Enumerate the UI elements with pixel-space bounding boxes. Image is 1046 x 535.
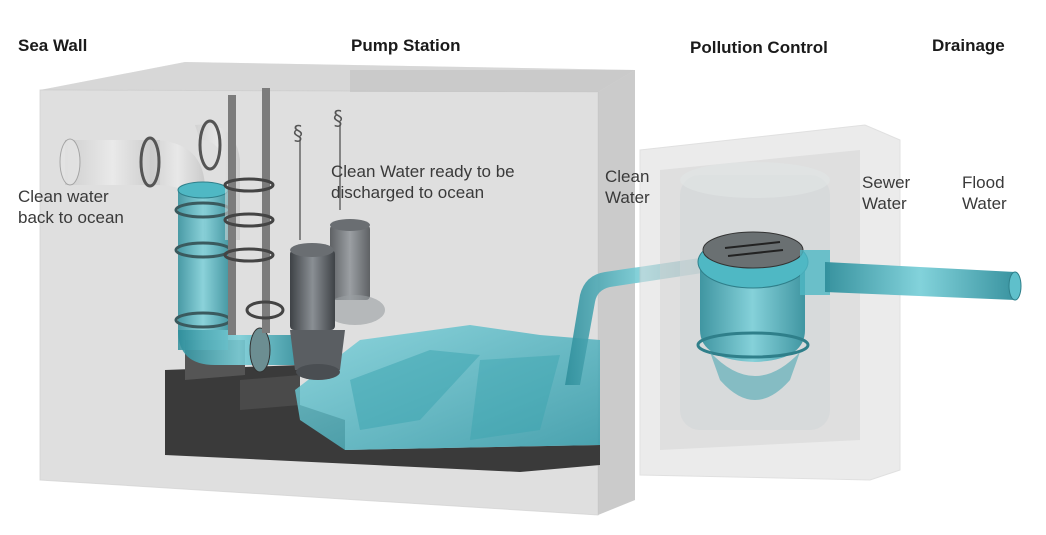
transfer-pipe — [565, 255, 722, 385]
label-flood-water: Flood Water — [962, 172, 1007, 214]
label-clean-water: Clean Water — [605, 166, 650, 208]
label-line: Flood — [962, 173, 1005, 192]
header-pollution-control: Pollution Control — [690, 38, 828, 57]
label-line: Clean — [605, 167, 650, 186]
svg-text:§: § — [333, 106, 343, 130]
label-line: Water — [605, 188, 650, 207]
header-drainage: Drainage — [932, 36, 1005, 55]
label-line: discharged to ocean — [331, 183, 485, 202]
label-line: Water — [862, 194, 907, 213]
label-sewer-water: Sewer Water — [862, 172, 910, 214]
label-line: Sewer — [862, 173, 911, 192]
header-pump-station: Pump Station — [351, 36, 461, 55]
submersible-pumps — [290, 219, 385, 380]
wet-well-water — [295, 325, 600, 450]
label-line: back to ocean — [18, 208, 124, 227]
svg-text:§: § — [293, 121, 303, 145]
guide-rails — [223, 88, 285, 335]
drainage-pipe — [825, 262, 1022, 301]
label-clean-water-back: Clean water back to ocean — [18, 186, 124, 228]
pollution-control-chamber — [639, 124, 901, 481]
header-sea-wall: Sea Wall — [18, 36, 88, 55]
label-line: Water — [962, 194, 1007, 213]
label-line: Clean Water ready to be — [331, 162, 515, 181]
label-line: Clean water — [18, 187, 109, 206]
hoist-hooks: § § — [293, 106, 343, 240]
label-clean-water-ready: Clean Water ready to be discharged to oc… — [331, 161, 515, 203]
